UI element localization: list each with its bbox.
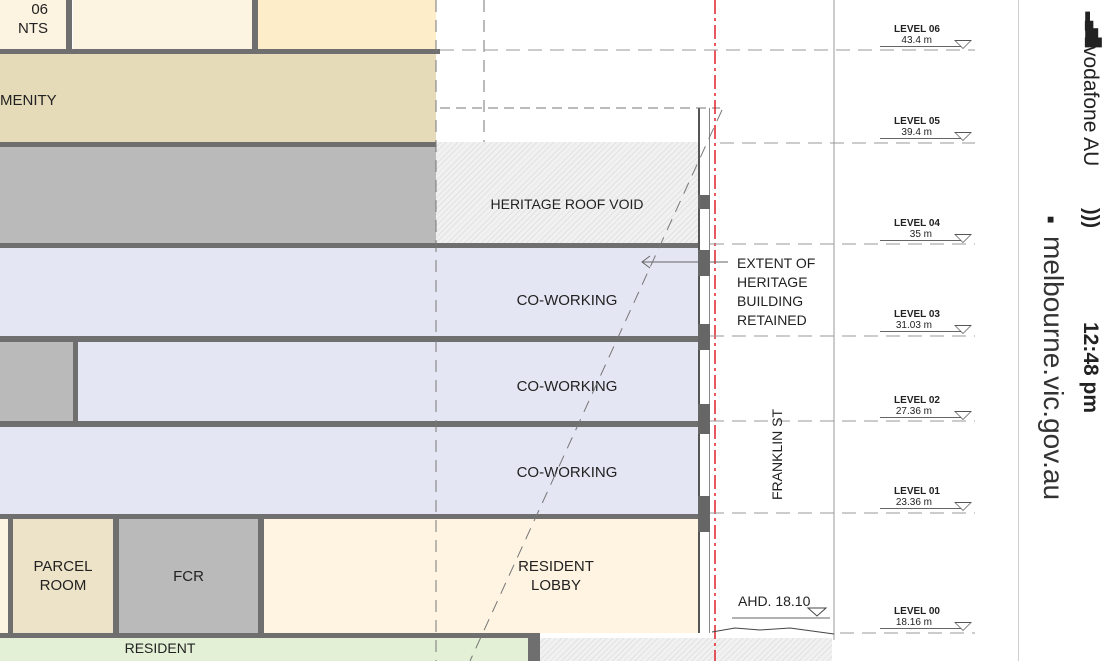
level-name: LEVEL 04 xyxy=(894,218,940,229)
ground-profile xyxy=(711,627,835,635)
room-amenity xyxy=(0,54,436,142)
wall xyxy=(113,519,119,633)
level-height: 23.36 m xyxy=(880,497,962,509)
leader-arrow-icon xyxy=(641,255,651,269)
room-label-amenity: MENITY xyxy=(0,92,57,109)
level-datum-icon xyxy=(954,502,972,511)
slab xyxy=(0,514,698,519)
level-datum-icon xyxy=(954,132,972,141)
level-name: LEVEL 05 xyxy=(894,116,940,127)
url-label[interactable]: melbourne.vic.gov.au xyxy=(1038,236,1069,501)
room-label-coworking-l1: CO-WORKING xyxy=(516,464,618,481)
lock-icon: ■ xyxy=(1044,216,1058,224)
room-fcr xyxy=(119,519,258,633)
wall xyxy=(258,519,264,633)
level-height: 35 m xyxy=(880,229,962,241)
slab xyxy=(0,243,698,248)
room-top-middle xyxy=(73,0,253,50)
level-name: LEVEL 02 xyxy=(894,395,940,406)
room-label-resident: RESIDENT xyxy=(124,640,196,656)
level-datum-icon xyxy=(954,325,972,334)
section-drawing: 06 NTS MENITY HERITAGE ROOF VOID CO-WORK… xyxy=(0,0,975,661)
level-name: LEVEL 00 xyxy=(894,606,940,617)
level-height: 31.03 m xyxy=(880,320,962,332)
wall xyxy=(528,633,540,661)
carrier-label: vodafone AU xyxy=(1079,46,1102,167)
room-label-parcel: PARCEL ROOM xyxy=(33,558,93,594)
room-parcel xyxy=(13,519,113,633)
slab xyxy=(0,49,440,54)
wifi-icon: ))) xyxy=(1080,208,1102,228)
room-ground-left xyxy=(0,519,8,633)
level-datum-icon xyxy=(954,411,972,420)
time-label: 12:48 pm xyxy=(1079,322,1102,414)
heritage-roof-void xyxy=(436,142,698,244)
street-name-label: FRANKLIN ST xyxy=(769,408,785,500)
sightline xyxy=(469,109,723,661)
slab xyxy=(0,421,698,427)
level-name: LEVEL 06 xyxy=(894,24,940,35)
facade-piers xyxy=(698,195,710,532)
room-coworking-l3 xyxy=(0,248,698,336)
drawing-linework xyxy=(435,0,975,661)
wall xyxy=(66,0,72,52)
room-label-apartments: 06 NTS xyxy=(18,1,48,37)
slab xyxy=(0,633,540,638)
room-label-resident-lobby: RESIDENT LOBBY xyxy=(518,558,594,594)
heritage-extent-annotation: EXTENT OF HERITAGE BUILDING RETAINED xyxy=(737,255,816,328)
level-height: 18.16 m xyxy=(880,617,962,629)
room-top-right xyxy=(258,0,436,50)
ahd-datum-icon xyxy=(806,607,828,617)
room-label-coworking-l2: CO-WORKING xyxy=(516,378,618,395)
wall xyxy=(8,519,13,633)
room-resident xyxy=(0,638,528,661)
room-resident-lobby xyxy=(264,519,698,633)
wall xyxy=(252,0,258,52)
level-datum-icon xyxy=(954,40,972,49)
room-label-fcr: FCR xyxy=(173,568,204,585)
room-coworking-l2 xyxy=(78,342,698,422)
wall xyxy=(73,342,78,422)
slab xyxy=(0,336,698,342)
level-datum-icon xyxy=(954,234,972,243)
room-label-heritage-roof-void: HERITAGE ROOF VOID xyxy=(490,196,644,212)
level-lines xyxy=(440,49,975,634)
level-datum-icon xyxy=(954,622,972,631)
room-grey-l4 xyxy=(0,147,436,244)
ground-hatch xyxy=(540,638,832,661)
ahd-label: AHD. 18.10 xyxy=(738,593,811,609)
level-name: LEVEL 01 xyxy=(894,486,940,497)
room-coworking-l1 xyxy=(0,427,698,514)
level-height: 27.36 m xyxy=(880,406,962,418)
room-grey-l2 xyxy=(0,342,73,422)
slab xyxy=(0,142,440,147)
level-name: LEVEL 03 xyxy=(894,309,940,320)
room-apartments xyxy=(0,0,68,50)
level-height: 43.4 m xyxy=(880,35,962,47)
status-bar: ▂▄▆█ vodafone AU ))) 12:48 pm ■ melbourn… xyxy=(1018,0,1108,661)
level-height: 39.4 m xyxy=(880,127,962,139)
signal-icon: ▂▄▆█ xyxy=(1086,12,1102,46)
room-label-coworking-l3: CO-WORKING xyxy=(516,292,618,309)
